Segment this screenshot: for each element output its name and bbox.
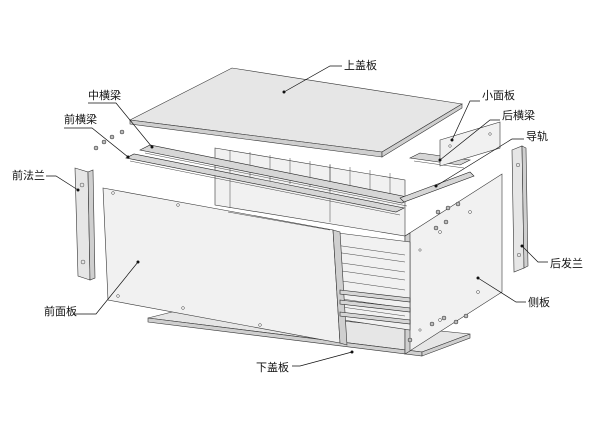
leader-front-beam: [64, 127, 129, 158]
label-front-panel: 前面板: [44, 305, 77, 318]
leader-small-panel: [451, 100, 480, 141]
small-panel: [439, 121, 501, 167]
leader-rear-beam: [439, 119, 500, 161]
label-small-panel: 小面板: [482, 89, 515, 102]
label-top-cover: 上盖板: [344, 59, 377, 72]
leader-front-flange: [46, 175, 79, 191]
leader-lines: [46, 65, 548, 367]
leader-front-panel: [74, 261, 139, 315]
side-panel: [404, 173, 503, 355]
label-bottom-cover: 下盖板: [256, 361, 289, 374]
leader-top-cover: [283, 65, 342, 93]
label-guide-rail: 导轨: [526, 130, 548, 143]
label-rear-beam: 后横梁: [502, 109, 535, 122]
label-front-beam: 前横梁: [64, 113, 97, 126]
side-panel-holes: [418, 210, 480, 332]
rear-flange: [511, 145, 529, 273]
front-beam-rail: [125, 153, 405, 216]
leader-rear-flange: [521, 245, 548, 263]
leader-middle-beam: [88, 102, 153, 148]
front-flange: [74, 167, 96, 281]
label-middle-beam: 中横梁: [88, 89, 121, 102]
top-cover-plate: [128, 67, 463, 158]
leader-bottom-cover: [292, 351, 353, 367]
leader-side-panel: [477, 277, 526, 303]
lower-guide-rails: [339, 289, 411, 325]
label-front-flange: 前法兰: [12, 169, 45, 182]
label-rear-flange: 后发兰: [550, 257, 583, 270]
leader-guide-rail: [435, 138, 524, 187]
screws: [93, 129, 469, 343]
label-side-panel: 侧板: [528, 296, 550, 309]
